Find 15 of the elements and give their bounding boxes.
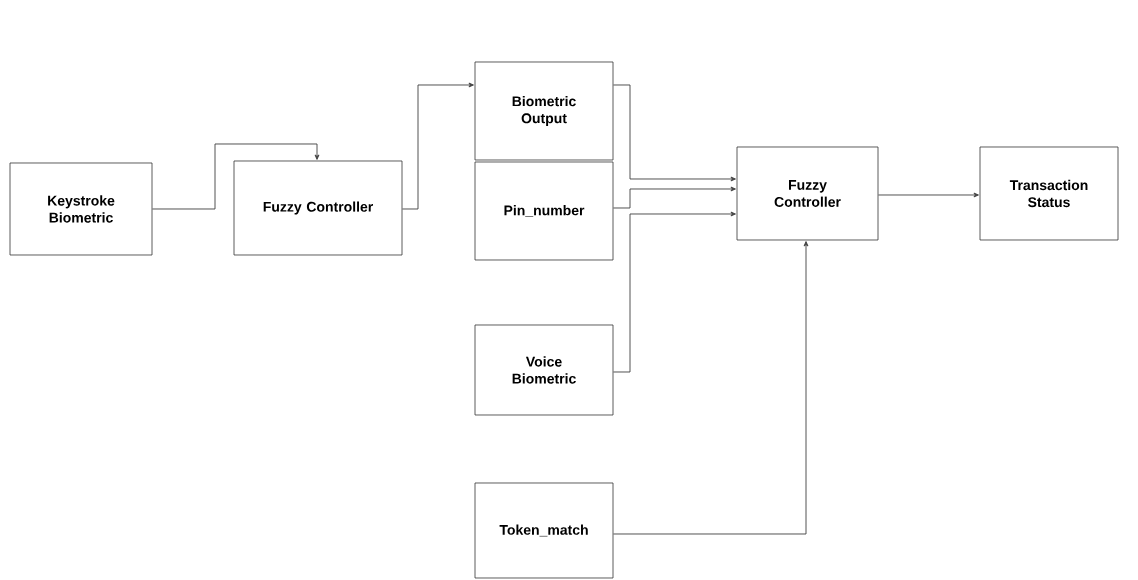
arrow	[612, 84, 736, 182]
arrow	[151, 143, 320, 210]
process-box: Fuzzy Controller	[233, 160, 403, 256]
arrow	[612, 211, 736, 373]
arrow	[401, 82, 474, 210]
arrow	[877, 192, 979, 198]
process-box: Pin_number	[474, 161, 614, 261]
process-box: Transaction Status	[979, 146, 1119, 241]
process-box: Biometric Output	[474, 61, 614, 161]
process-box: Token_match	[474, 482, 614, 579]
arrow	[612, 241, 809, 535]
process-box: Fuzzy Controller	[736, 146, 879, 241]
process-box: Keystroke Biometric	[9, 162, 153, 256]
arrow	[612, 186, 736, 209]
process-box: Voice Biometric	[474, 324, 614, 416]
